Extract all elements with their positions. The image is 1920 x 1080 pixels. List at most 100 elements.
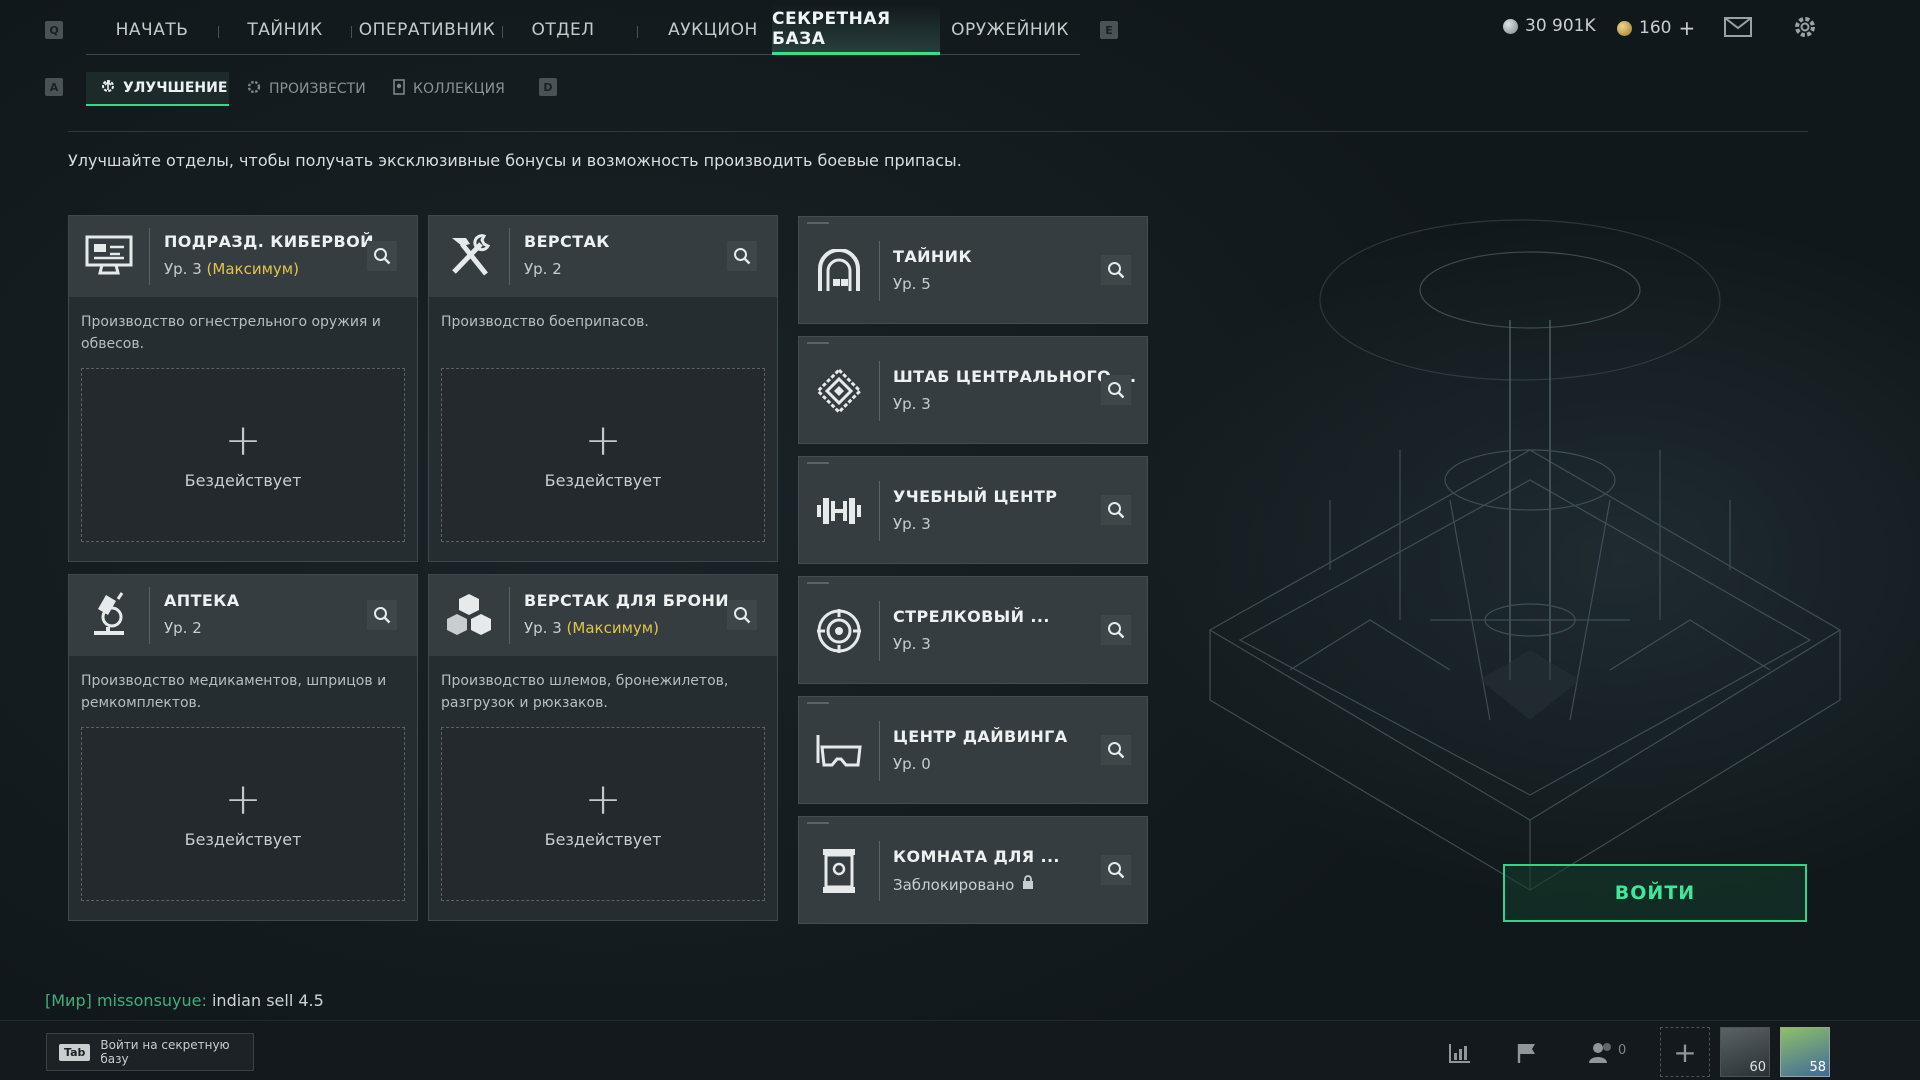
enter-base-hint[interactable]: Tab Войти на секретную базу <box>46 1033 254 1071</box>
lock-icon <box>1022 875 1034 894</box>
production-slot[interactable]: + Бездействует <box>441 727 765 901</box>
tab-secret-base[interactable]: СЕКРЕТНАЯ БАЗА <box>772 5 940 55</box>
capsule-icon <box>811 843 867 899</box>
room-row-training[interactable]: УЧЕБНЫЙ ЦЕНТР Ур. 3 <box>798 456 1148 564</box>
slot-status: Бездействует <box>544 829 662 849</box>
subnav-prev-key[interactable]: A <box>45 78 63 96</box>
search-button[interactable] <box>1101 495 1131 525</box>
stats-icon[interactable] <box>1445 1038 1475 1068</box>
tab-department[interactable]: ОТДЕЛ <box>531 20 595 40</box>
subtab-produce-label: ПРОИЗВЕСТИ <box>269 81 366 97</box>
rank-badge[interactable]: 58 <box>1780 1027 1830 1077</box>
production-slot[interactable]: + Бездействует <box>81 727 405 901</box>
rank-number: 58 <box>1809 1060 1826 1075</box>
slot-status: Бездействует <box>184 829 302 849</box>
search-icon <box>374 607 391 624</box>
search-button[interactable] <box>1101 375 1131 405</box>
room-title: ТАЙНИК <box>893 247 972 266</box>
dumbbell-icon <box>811 483 867 539</box>
room-row-diving[interactable]: ЦЕНТР ДАЙВИНГА Ур. 0 <box>798 696 1148 804</box>
silver-amount: 30 901K <box>1525 16 1596 36</box>
room-level: Заблокировано <box>893 875 1034 894</box>
tab-start[interactable]: НАЧАТЬ <box>115 20 189 40</box>
chat-line: [Мир] missonsuyue: indian sell 4.5 <box>45 991 324 1010</box>
production-slot[interactable]: + Бездействует <box>81 368 405 542</box>
room-row-stash[interactable]: ТАЙНИК Ур. 5 <box>798 216 1148 324</box>
nav-next-key[interactable]: E <box>1100 21 1118 39</box>
card-header[interactable]: ВЕРСТАК ДЛЯ БРОНИ Ур. 3 (Максимум) <box>429 575 777 656</box>
friends-icon[interactable] <box>1582 1038 1622 1068</box>
cubes-icon <box>441 589 497 641</box>
room-title: УЧЕБНЫЙ ЦЕНТР <box>893 487 1058 506</box>
room-title: СТРЕЛКОВЫЙ ... <box>893 607 1050 626</box>
search-button[interactable] <box>1101 615 1131 645</box>
computer-icon <box>81 230 137 282</box>
search-button[interactable] <box>1101 735 1131 765</box>
room-row-locked[interactable]: КОМНАТА ДЛЯ ... Заблокировано <box>798 816 1148 924</box>
tab-armory[interactable]: ОРУЖЕЙНИК <box>951 20 1069 40</box>
search-button[interactable] <box>367 600 397 630</box>
silver-currency: 30 901K <box>1503 16 1596 36</box>
search-icon <box>374 248 391 265</box>
add-teammate-button[interactable]: + <box>1660 1027 1710 1077</box>
base-blueprint-illustration <box>1208 219 1842 891</box>
card-title: ВЕРСТАК <box>524 232 610 251</box>
card-header[interactable]: АПТЕКА Ур. 2 <box>69 575 417 656</box>
vault-icon <box>811 243 867 299</box>
tab-stash[interactable]: ТАЙНИК <box>247 20 323 40</box>
enter-button[interactable]: ВОЙТИ <box>1503 864 1807 922</box>
room-level: Ур. 3 <box>893 395 931 413</box>
search-button[interactable] <box>1101 855 1131 885</box>
room-title: ЦЕНТР ДАЙВИНГА <box>893 727 1068 746</box>
card-level: Ур. 3 (Максимум) <box>164 260 299 278</box>
search-button[interactable] <box>727 600 757 630</box>
subtab-collection[interactable]: КОЛЛЕКЦИЯ <box>378 72 519 106</box>
room-row-shooting[interactable]: СТРЕЛКОВЫЙ ... Ур. 3 <box>798 576 1148 684</box>
slot-status: Бездействует <box>184 470 302 490</box>
room-row-hq[interactable]: ШТАБ ЦЕНТРАЛЬНОГО ... Ур. 3 <box>798 336 1148 444</box>
hint-label: Войти на секретную базу <box>100 1038 230 1066</box>
produce-gear-icon <box>246 79 262 99</box>
add-gold-button[interactable]: + <box>1678 16 1696 40</box>
production-slot[interactable]: + Бездействует <box>441 368 765 542</box>
target-icon <box>811 603 867 659</box>
room-title: ШТАБ ЦЕНТРАЛЬНОГО ... <box>893 367 1137 386</box>
tab-key: Tab <box>59 1043 91 1061</box>
card-header[interactable]: ПОДРАЗД. КИБЕРВОЙ... Ур. 3 (Максимум) <box>69 216 417 297</box>
card-title: ПОДРАЗД. КИБЕРВОЙ... <box>164 232 394 251</box>
search-icon <box>734 248 751 265</box>
subnav-next-key[interactable]: D <box>539 78 557 96</box>
card-description: Производство шлемов, бронежилетов, разгр… <box>441 673 729 711</box>
chat-user[interactable]: missonsuyue: <box>96 991 207 1010</box>
plus-icon: + <box>224 773 262 825</box>
card-description: Производство огнестрельного оружия и обв… <box>81 314 381 352</box>
search-button[interactable] <box>727 241 757 271</box>
card-title: АПТЕКА <box>164 591 240 610</box>
hammer-wrench-icon <box>441 230 497 282</box>
tab-operatives[interactable]: ОПЕРАТИВНИК <box>358 20 496 40</box>
max-level-label: (Максимум) <box>566 619 659 637</box>
search-icon <box>1108 862 1125 879</box>
slot-status: Бездействует <box>544 470 662 490</box>
friends-count: 0 <box>1618 1043 1627 1058</box>
emblem-icon <box>811 363 867 419</box>
subtab-upgrade[interactable]: УЛУЧШЕНИЕ <box>86 72 229 106</box>
tab-auction[interactable]: АУКЦИОН <box>668 20 758 40</box>
flag-icon[interactable] <box>1512 1038 1542 1068</box>
search-button[interactable] <box>367 241 397 271</box>
plus-icon: + <box>584 773 622 825</box>
player-avatar[interactable]: 60 <box>1720 1027 1770 1077</box>
max-level-label: (Максимум) <box>206 260 299 278</box>
room-level: Ур. 0 <box>893 755 931 773</box>
search-icon <box>1108 382 1125 399</box>
card-header[interactable]: ВЕРСТАК Ур. 2 <box>429 216 777 297</box>
nav-prev-key[interactable]: Q <box>45 21 63 39</box>
subtab-produce[interactable]: ПРОИЗВЕСТИ <box>232 72 380 106</box>
search-button[interactable] <box>1101 255 1131 285</box>
card-level: Ур. 2 <box>524 260 562 278</box>
card-description: Производство боеприпасов. <box>441 314 649 330</box>
mail-icon[interactable] <box>1724 17 1752 41</box>
settings-gear-icon[interactable] <box>1792 14 1818 44</box>
room-level: Ур. 3 <box>893 635 931 653</box>
card-level: Ур. 3 (Максимум) <box>524 619 659 637</box>
